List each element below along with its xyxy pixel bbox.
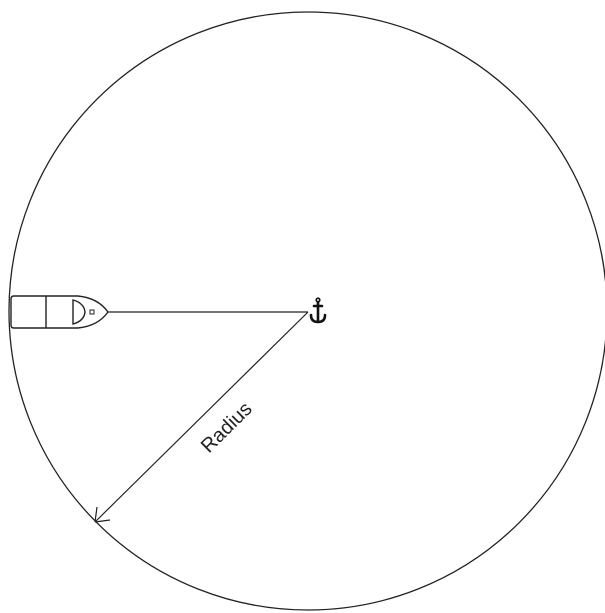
radius-label: Radius	[197, 398, 257, 457]
radius-arrow	[95, 312, 308, 522]
anchor-icon	[311, 298, 325, 322]
boat-icon	[11, 296, 108, 328]
